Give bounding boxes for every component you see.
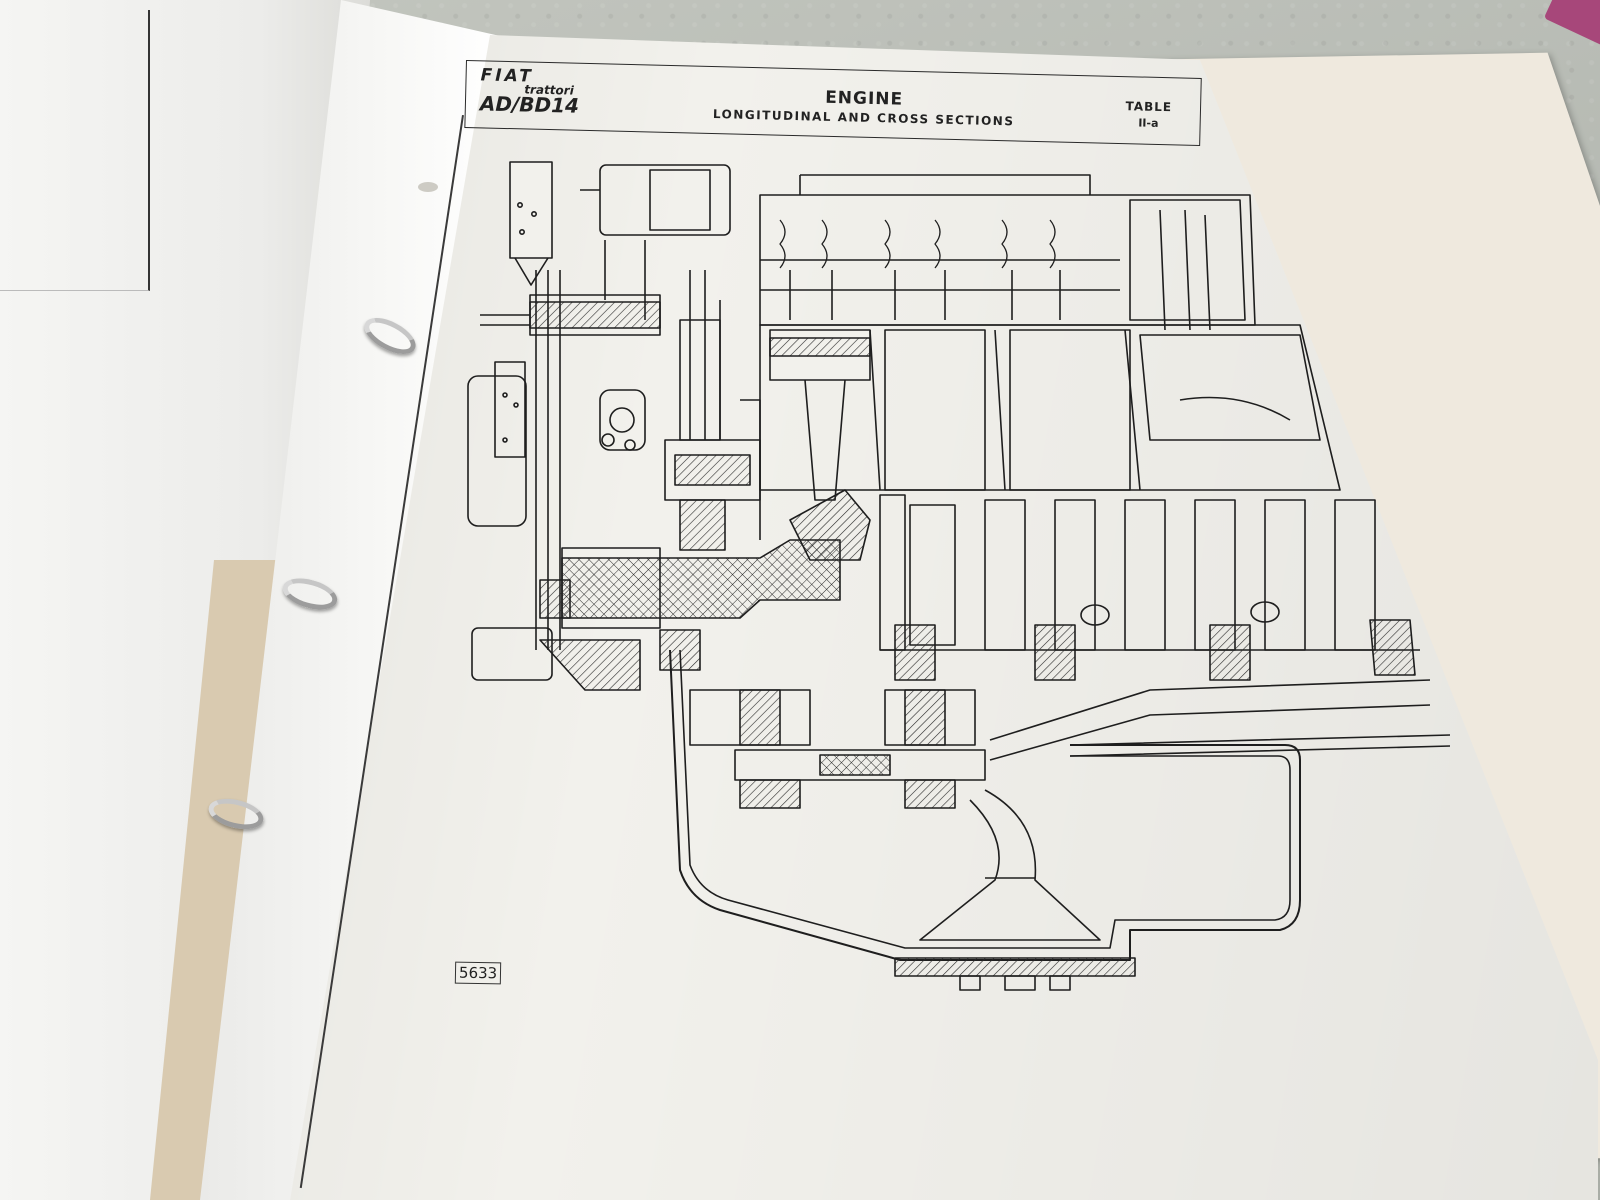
cylinder-block xyxy=(759,324,1341,501)
timing-gear-train xyxy=(664,270,761,551)
crankshaft-nose xyxy=(471,539,841,691)
front-pulley-assembly xyxy=(467,270,661,650)
punch-hole xyxy=(418,182,438,192)
crankshaft-webs xyxy=(789,489,1420,681)
flap-frame-line xyxy=(0,10,150,291)
balancer-gears xyxy=(689,689,986,809)
oil-pickup xyxy=(919,679,1431,941)
oil-sump xyxy=(669,649,1451,991)
fuel-filter-unit xyxy=(509,161,731,320)
cylinder-head xyxy=(759,174,1256,331)
drawing-number: 5633 xyxy=(454,961,502,985)
